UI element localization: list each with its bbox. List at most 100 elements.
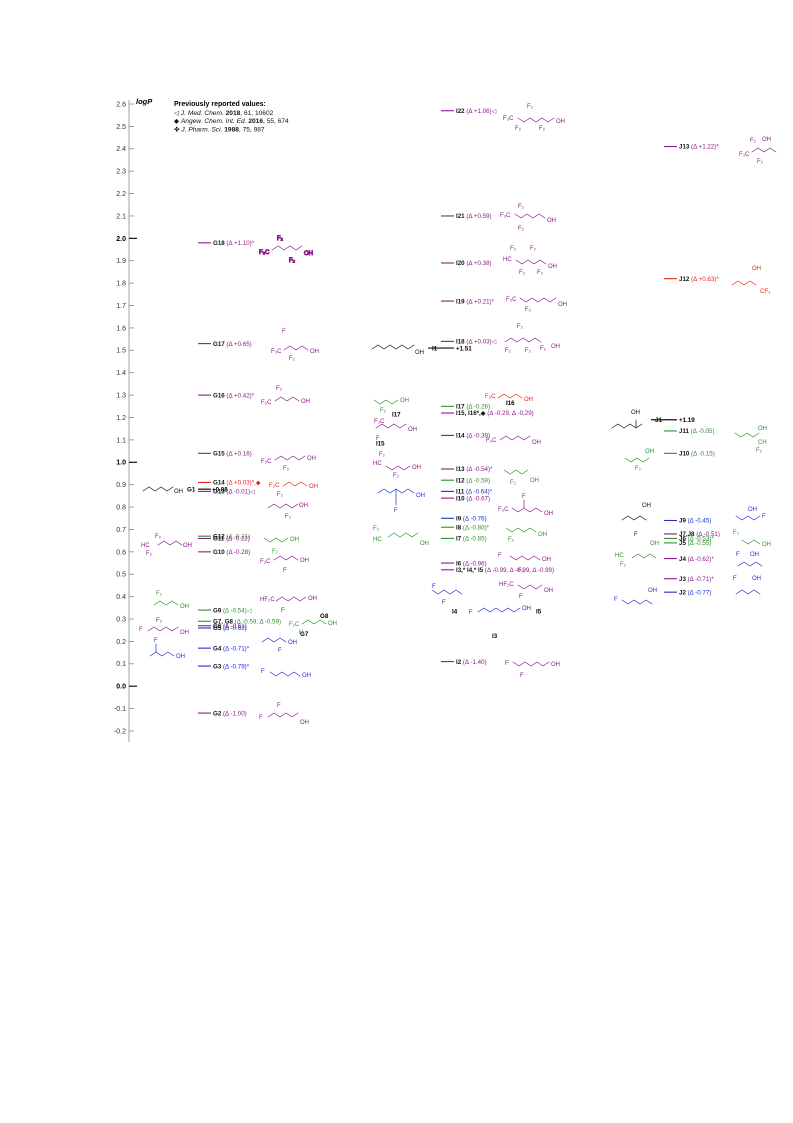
axis-tick-label: 1.9 [116, 258, 126, 265]
axis-tick-label: 2.3 [116, 169, 126, 176]
svg-text:OH: OH [558, 302, 567, 308]
svg-text:F₃C: F₃C [486, 438, 497, 444]
structure-j1: OH [611, 410, 643, 429]
compound-id: J4 [679, 556, 688, 563]
structure-g6-left: F F₂ OH [139, 618, 189, 636]
compound-delta: (Δ -0.54)* [466, 466, 493, 473]
svg-text:F: F [259, 715, 263, 721]
compound-delta: (Δ -0.05) [691, 428, 715, 435]
structure-i17: F₂ OH [373, 398, 409, 414]
svg-text:F: F [277, 703, 281, 709]
compound-id: I2 [456, 659, 463, 666]
svg-text:OH: OH [304, 251, 313, 257]
svg-text:OH: OH [415, 350, 424, 356]
compound-id: I8 [456, 524, 463, 531]
structure-j2-left: F OH [614, 588, 657, 605]
svg-text:HF₂C: HF₂C [499, 582, 514, 588]
reference-value: +1.51 [456, 345, 472, 352]
structure-label: G7 [300, 631, 309, 638]
legend-ref-symbol: ✤ [174, 125, 181, 133]
svg-text:F: F [762, 514, 766, 520]
svg-text:F₂: F₂ [277, 492, 284, 498]
axis-tick-label: 0.9 [116, 482, 126, 489]
svg-text:H: H [299, 630, 303, 636]
svg-text:F: F [614, 597, 618, 603]
compound-delta: (Δ -0.28) [226, 549, 250, 556]
svg-text:F₂: F₂ [517, 324, 524, 330]
structure-i16: F₃C OH [485, 393, 533, 403]
compound-label: J7,J8 (Δ -0.51) [679, 531, 720, 538]
svg-text:F₃C: F₃C [485, 394, 496, 400]
compound-label: I20 (Δ +0.38) [456, 260, 492, 267]
svg-text:F₂: F₂ [757, 159, 764, 165]
legend-previously-reported: Previously reported values: ◁ J. Med. Ch… [174, 101, 289, 133]
svg-text:OH: OH [412, 465, 421, 471]
svg-text:F₂: F₂ [519, 270, 526, 276]
svg-text:F₂: F₂ [539, 126, 546, 132]
svg-text:OH: OH [300, 720, 309, 726]
svg-text:OH: OH [420, 541, 429, 547]
svg-text:F₃C: F₃C [261, 400, 272, 406]
reference-id: G1 [187, 486, 196, 493]
axis-tick-label: 2.0 [116, 236, 126, 243]
axis-tick-label: 1.3 [116, 393, 126, 400]
svg-text:F₂: F₂ [155, 534, 162, 540]
structure-i2: F F OH [505, 661, 560, 679]
compound-label: J4 (Δ -0.62)* [679, 556, 714, 563]
svg-text:OH: OH [302, 673, 311, 679]
svg-text:F: F [154, 638, 158, 644]
svg-text:F: F [376, 436, 380, 442]
structure-i10: F F₃C OH [498, 494, 553, 517]
structure-i6: F F₂ OH [498, 553, 551, 574]
structure-j9: OH F [735, 507, 766, 521]
compound-delta: (Δ +0.38) [466, 260, 491, 267]
svg-text:F₃C: F₃C [374, 419, 385, 425]
svg-text:F₂: F₂ [379, 452, 386, 458]
legend-ref-journal: J. Med. Chem. [180, 110, 224, 117]
svg-text:OH: OH [548, 264, 557, 270]
svg-text:F₂: F₂ [518, 226, 525, 232]
svg-text:HC: HC [373, 461, 382, 467]
structure-i8: F₂ OH [505, 527, 547, 543]
svg-text:OH: OH [301, 399, 310, 405]
structure-g3: F OH [261, 669, 311, 679]
compound-id: J7,J8 [679, 531, 696, 538]
structure-g13: F₂ F₂ OH [267, 492, 308, 520]
compound-delta: (Δ +1.10)* [226, 240, 254, 247]
compound-id: J2 [679, 589, 688, 596]
compound-label: J6 (Δ -0.53)* [679, 536, 714, 543]
compound-delta: (Δ -0.76) [463, 515, 487, 522]
compound-delta: (Δ -0.77) [688, 589, 712, 596]
svg-text:OH: OH [762, 542, 771, 548]
compound-label: I11 (Δ -0.64)* [456, 489, 493, 496]
svg-text:F₂: F₂ [527, 104, 534, 110]
svg-text:F₃C: F₃C [739, 152, 750, 158]
compound-label: J9 (Δ -0.45) [679, 518, 711, 525]
compound-id: I18 [456, 339, 466, 346]
axis-tick-label: 2.5 [116, 124, 126, 131]
compound-label: I21 (Δ +0.59) [456, 213, 492, 220]
svg-text:OH: OH [547, 218, 556, 224]
svg-text:F₃C: F₃C [269, 483, 280, 489]
compound-id: J11 [679, 428, 691, 435]
axis-tick-label: 0.2 [116, 639, 126, 646]
axis-tick-label: 1.6 [116, 325, 126, 332]
structure-g14: F₃C OH [269, 481, 318, 490]
compound-delta: (Δ -0.21) [226, 533, 250, 540]
svg-text:OH: OH [645, 449, 654, 455]
compound-label: I14 (Δ -0.39) [456, 433, 490, 440]
svg-text:OH: OH [752, 266, 761, 272]
compound-id: I10 [456, 495, 466, 502]
compound-delta: (Δ -0.53)* [688, 536, 715, 543]
svg-text:OH: OH [551, 662, 560, 668]
compound-delta: (Δ -0.64)* [466, 489, 493, 496]
svg-text:OH: OH [180, 604, 189, 610]
svg-text:F: F [634, 532, 638, 538]
structure-label: I15 [376, 440, 385, 447]
svg-text:F₂: F₂ [620, 562, 627, 568]
compound-id: I19 [456, 298, 466, 305]
compound-delta: (Δ -1.40) [463, 659, 487, 666]
svg-text:F₂: F₂ [276, 386, 283, 392]
compound-delta: (Δ +0.59) [466, 213, 491, 220]
structure-g9-left: F₂ OH [153, 591, 189, 610]
